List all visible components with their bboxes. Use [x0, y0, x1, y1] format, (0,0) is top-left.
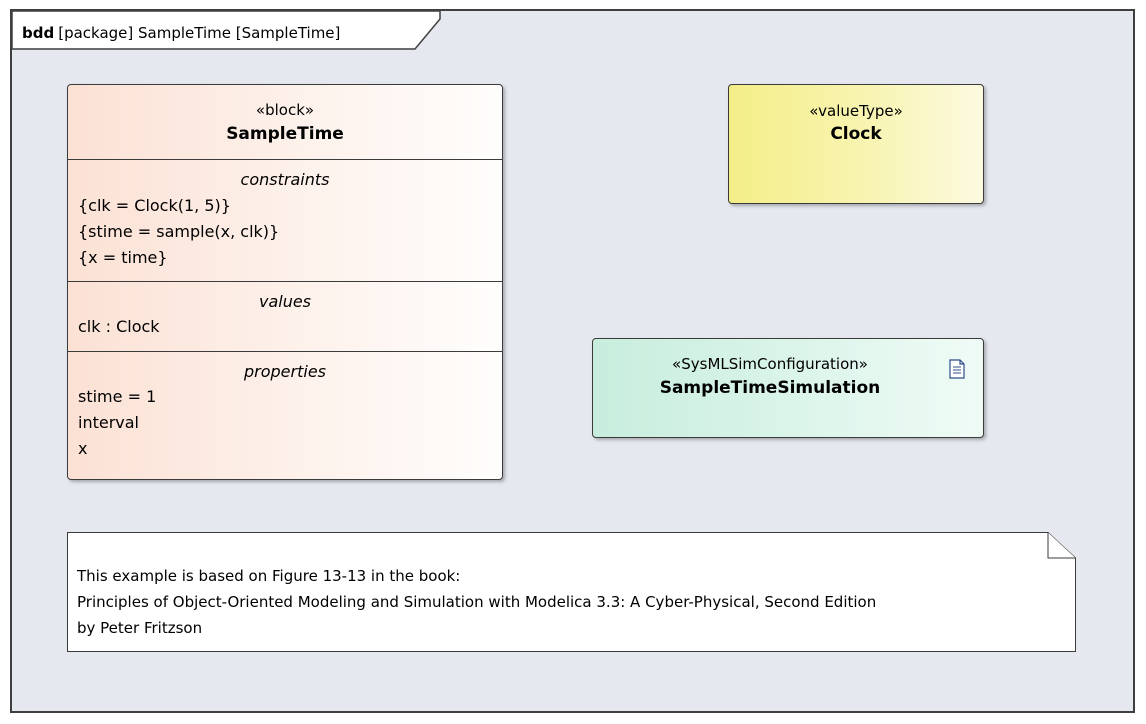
- properties-compartment: properties stime = 1 interval x: [68, 351, 502, 479]
- frame-title: [package] SampleTime [SampleTime]: [58, 24, 341, 42]
- note-line: This example is based on Figure 13-13 in…: [77, 567, 461, 585]
- note-shape: [67, 532, 1076, 652]
- values-compartment: values clk : Clock: [68, 281, 502, 352]
- value-item: clk : Clock: [78, 317, 160, 336]
- constraints-title: constraints: [240, 170, 330, 189]
- constraint-item: {x = time}: [78, 248, 168, 267]
- valuetype-name: Clock: [830, 124, 882, 144]
- sim-configuration-name: SampleTimeSimulation: [659, 378, 881, 398]
- valuetype-stereotype: «valueType»: [809, 102, 903, 120]
- frame-kind: bdd: [22, 24, 55, 42]
- block-sampletime[interactable]: «block» SampleTime constraints {clk = Cl…: [67, 84, 503, 480]
- frame-label: bdd[package] SampleTime [SampleTime]: [22, 23, 340, 43]
- block-header: «block» SampleTime: [68, 85, 502, 159]
- constraint-item: {clk = Clock(1, 5)}: [78, 196, 231, 215]
- valuetype-clock[interactable]: «valueType» Clock: [728, 84, 984, 204]
- property-item: interval: [78, 413, 139, 432]
- constraints-compartment: constraints {clk = Clock(1, 5)} {stime =…: [68, 159, 502, 282]
- block-stereotype: «block»: [255, 101, 315, 119]
- sim-configuration-stereotype: «SysMLSimConfiguration»: [672, 355, 868, 373]
- constraint-item: {stime = sample(x, clk)}: [78, 222, 280, 241]
- values-title: values: [258, 292, 312, 311]
- block-name: SampleTime: [226, 124, 344, 144]
- frame-header-tab: bdd[package] SampleTime [SampleTime]: [12, 11, 442, 59]
- sim-configuration-node[interactable]: «SysMLSimConfiguration» SampleTimeSimula…: [592, 338, 984, 438]
- document-icon: [949, 359, 965, 379]
- properties-title: properties: [244, 362, 326, 381]
- note-line: by Peter Fritzson: [77, 619, 203, 637]
- property-item: stime = 1: [78, 387, 157, 406]
- note[interactable]: This example is based on Figure 13-13 in…: [67, 532, 1076, 652]
- frame-tab-outline: [12, 11, 441, 50]
- note-line: Principles of Object-Oriented Modeling a…: [77, 593, 877, 611]
- property-item: x: [78, 439, 88, 458]
